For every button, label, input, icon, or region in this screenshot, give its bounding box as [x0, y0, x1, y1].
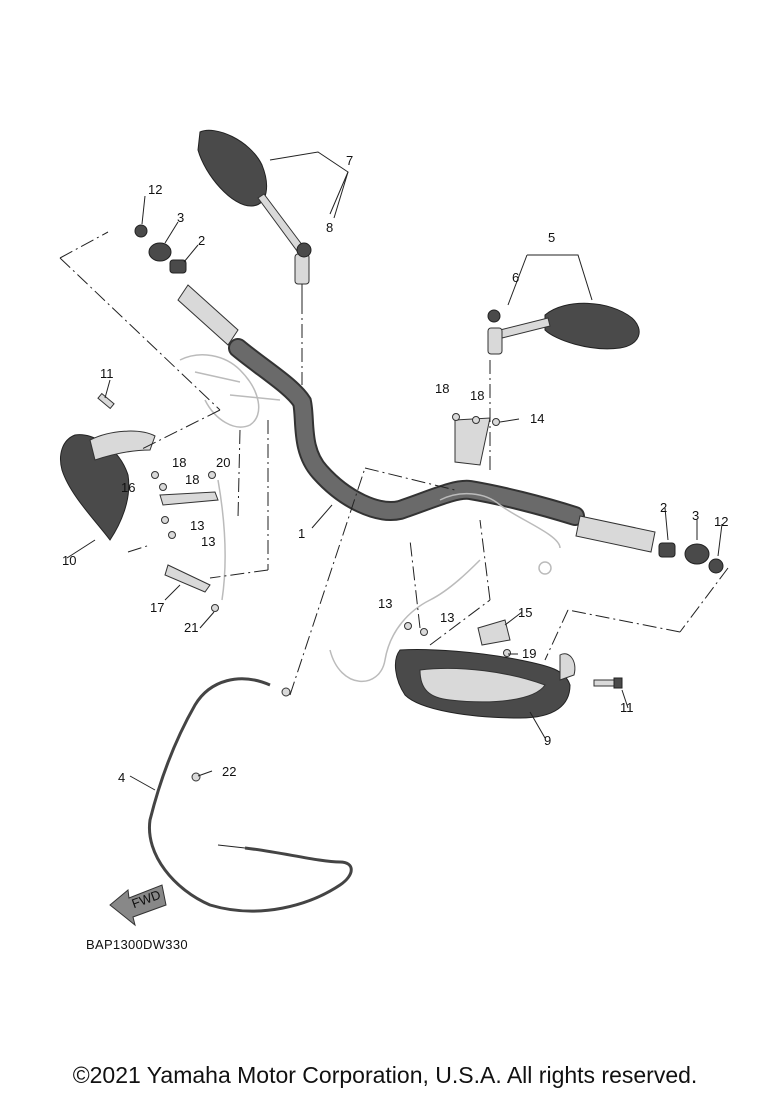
callout-11: 11	[100, 366, 114, 381]
right-handguard	[394, 648, 576, 719]
handlebar	[228, 338, 585, 526]
callout-4: 4	[118, 770, 125, 785]
callout-13: 13	[201, 534, 215, 549]
callout-19: 19	[522, 646, 536, 661]
callout-12: 12	[148, 182, 162, 197]
left-bracket-16	[159, 491, 219, 506]
callout-18: 18	[470, 388, 484, 403]
callout-8: 8	[326, 220, 333, 235]
left-mirror-nut	[296, 242, 312, 258]
callout-18: 18	[185, 472, 199, 487]
callout-15: 15	[518, 605, 532, 620]
right-mirror-nut	[487, 309, 501, 323]
bolt-11-left	[97, 392, 115, 410]
callout-22: 22	[222, 764, 236, 779]
throttle-cable	[147, 677, 353, 913]
parts-diagram: FWD 1 2 2 3 3 4 5 6 7 8 9 10 11 11 12 12…	[59, 129, 729, 927]
callout-2: 2	[198, 233, 205, 248]
callout-11: 11	[620, 700, 634, 715]
callout-1: 1	[298, 526, 305, 541]
callout-6: 6	[512, 270, 519, 285]
callout-12: 12	[714, 514, 728, 529]
callout-16: 16	[121, 480, 135, 495]
left-grip-end-parts	[134, 224, 187, 274]
left-mirror	[197, 129, 310, 300]
leader-lines	[59, 151, 729, 791]
callout-18: 18	[435, 381, 449, 396]
callout-14: 14	[530, 411, 544, 426]
callout-numbers: 1 2 2 3 3 4 5 6 7 8 9 10 11 11 12 12 13 …	[62, 153, 728, 785]
drawing-code: BAP1300DW330	[86, 937, 188, 952]
callout-2: 2	[660, 500, 667, 515]
callout-10: 10	[62, 553, 76, 568]
callout-13: 13	[190, 518, 204, 533]
right-bracket-14	[454, 417, 491, 466]
callout-13: 13	[378, 596, 392, 611]
callout-18: 18	[172, 455, 186, 470]
right-mirror	[487, 302, 640, 355]
copyright-notice: ©2021 Yamaha Motor Corporation, U.S.A. A…	[72, 1062, 698, 1088]
right-bracket-15	[477, 619, 511, 646]
callout-13: 13	[440, 610, 454, 625]
callout-9: 9	[544, 733, 551, 748]
callout-7: 7	[346, 153, 353, 168]
callout-20: 20	[216, 455, 230, 470]
bolt-11-right	[593, 677, 623, 689]
right-grip-end-parts	[658, 542, 724, 574]
callout-17: 17	[150, 600, 164, 615]
left-grip	[177, 284, 281, 428]
left-handguard	[60, 430, 156, 541]
left-bracket-17	[164, 564, 211, 593]
callout-21: 21	[184, 620, 198, 635]
small-screws	[151, 413, 511, 657]
callout-3: 3	[692, 508, 699, 523]
callout-5: 5	[548, 230, 555, 245]
right-grip	[439, 492, 656, 575]
hose-routing	[217, 479, 481, 683]
fwd-arrow-icon: FWD	[109, 884, 167, 927]
callout-3: 3	[177, 210, 184, 225]
